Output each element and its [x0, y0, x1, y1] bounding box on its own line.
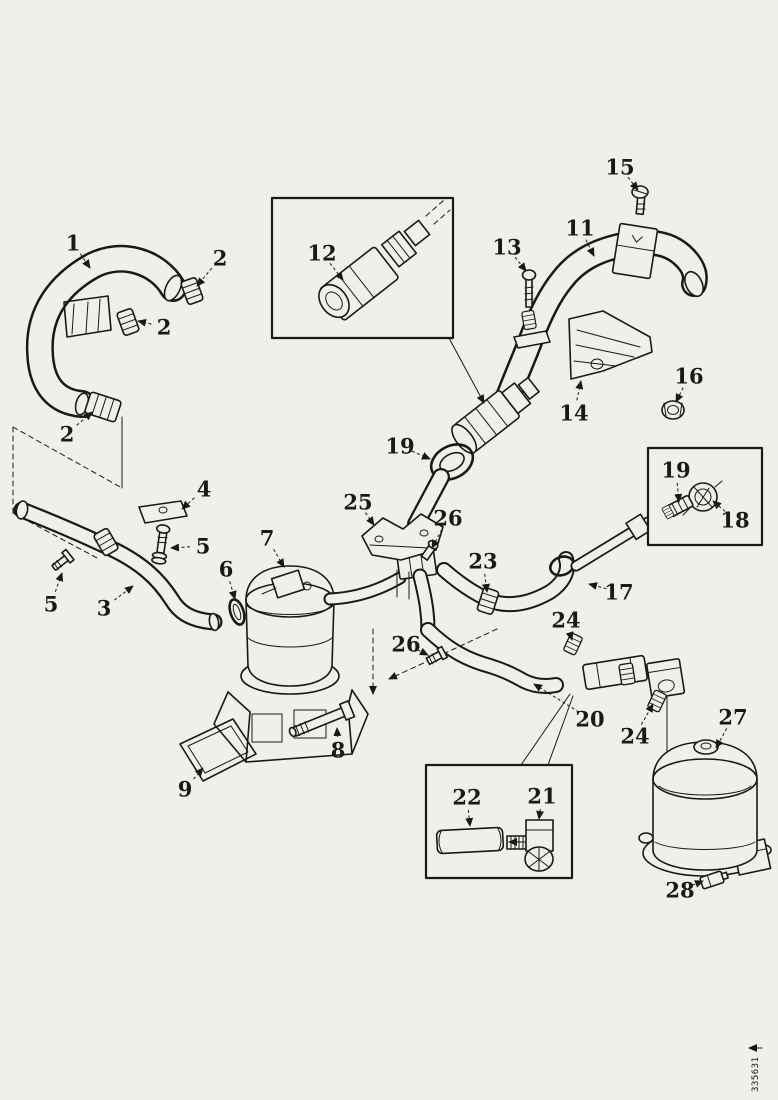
inset-box-12 — [270, 196, 485, 404]
callout-21-leader — [536, 808, 545, 820]
figure-id-watermark: 335631 — [748, 1044, 763, 1092]
callout-9-label: 9 — [178, 777, 193, 802]
coupler-main — [451, 376, 540, 454]
callout-27-leader — [715, 728, 728, 749]
callout-2-label: 2 — [213, 246, 228, 271]
fitting-20-end — [582, 654, 686, 699]
callout-26-label: 26 — [433, 506, 462, 531]
inset-box-21-22 — [424, 763, 574, 880]
bolt-5a — [151, 524, 171, 565]
bracket-plate-4 — [138, 500, 188, 524]
bracket-14 — [568, 310, 653, 380]
callout-26-leader — [431, 529, 443, 549]
callout-24-leader — [640, 703, 654, 725]
figure-id-text: 335631 — [751, 1056, 761, 1092]
callout-19-label: 19 — [661, 458, 690, 483]
callout-2-leader — [76, 411, 93, 426]
callout-7-leader — [273, 548, 285, 568]
nut-16 — [661, 400, 685, 420]
fitting-21 — [506, 819, 554, 872]
hose-17 — [436, 551, 575, 613]
callout-21-label: 21 — [527, 784, 556, 809]
callout-13-label: 13 — [492, 235, 521, 260]
callout-5-leader — [54, 572, 64, 592]
bolt-5b — [51, 548, 75, 571]
callout-2-label: 2 — [60, 422, 75, 447]
hose-11 — [489, 229, 708, 426]
callout-28-label: 28 — [665, 878, 694, 903]
callout-2-leader — [196, 267, 213, 287]
callout-14-label: 14 — [559, 401, 588, 426]
tube-22 — [435, 826, 505, 855]
callout-25-leader — [365, 512, 375, 526]
callout-5-label: 5 — [44, 592, 59, 617]
callout-4-leader — [181, 497, 195, 510]
connector-12 — [318, 199, 451, 321]
bolt-26b — [425, 645, 449, 666]
reference-panel-dashed — [12, 416, 123, 559]
callout-8-label: 8 — [331, 738, 346, 763]
callout-7-label: 7 — [260, 526, 275, 551]
clamp-block-11 — [611, 222, 659, 280]
pipe-tee-to-pump — [323, 571, 407, 606]
callout-9-leader — [193, 767, 204, 780]
callout-18-leader — [712, 500, 726, 512]
callout-19-label: 19 — [385, 434, 414, 459]
callout-18-label: 18 — [720, 508, 749, 533]
tube-17-end — [570, 513, 654, 572]
callout-16-label: 16 — [674, 364, 703, 389]
bolt-13-assembly — [513, 269, 551, 349]
callout-20-leader — [533, 683, 580, 713]
callout-6-label: 6 — [219, 557, 234, 582]
bracket-25 — [361, 513, 444, 561]
callout-24-label: 24 — [620, 724, 649, 749]
callout-25-label: 25 — [343, 490, 372, 515]
coupler-2c — [84, 391, 122, 423]
plug-28 — [699, 870, 729, 890]
callout-2-leader — [137, 318, 152, 327]
callout-20-label: 20 — [575, 707, 604, 732]
callout-13-leader — [514, 256, 527, 272]
callout-1-leader — [79, 253, 91, 269]
callout-17-label: 17 — [604, 580, 633, 605]
callout-24-label: 24 — [551, 608, 580, 633]
callout-22-leader — [465, 809, 474, 827]
callout-12-label: 12 — [307, 241, 336, 266]
callout-22-label: 22 — [452, 785, 481, 810]
callout-2-label: 2 — [157, 315, 172, 340]
callout-15-label: 15 — [605, 155, 634, 180]
callout-16-leader — [675, 387, 684, 403]
bolt-8 — [288, 700, 356, 738]
callout-1-label: 1 — [66, 231, 81, 256]
callout-11-label: 11 — [565, 216, 594, 241]
callout-3-leader — [114, 585, 134, 601]
bolt-15 — [631, 185, 649, 216]
pump-assembly-7 — [240, 565, 340, 695]
callout-23-label: 23 — [468, 549, 497, 574]
callout-5-label: 5 — [196, 534, 211, 559]
callout-26-leader — [417, 647, 429, 656]
callout-15-leader — [627, 176, 639, 191]
callout-26-label: 26 — [391, 632, 420, 657]
inset-12-leader — [448, 337, 485, 404]
callout-3-label: 3 — [97, 596, 112, 621]
callout-28-leader — [691, 880, 704, 888]
filter-assembly-27 — [638, 739, 772, 877]
callout-24-leader — [565, 631, 574, 641]
callout-27-label: 27 — [718, 705, 747, 730]
inset-21-22-leader — [520, 693, 574, 766]
bolt-26b-axis — [388, 628, 498, 680]
hose-1 — [25, 244, 187, 418]
tee-axis-lines — [396, 569, 410, 600]
callout-4-label: 4 — [197, 477, 212, 502]
callout-12-leader — [329, 262, 344, 281]
tube-3 — [13, 500, 223, 632]
